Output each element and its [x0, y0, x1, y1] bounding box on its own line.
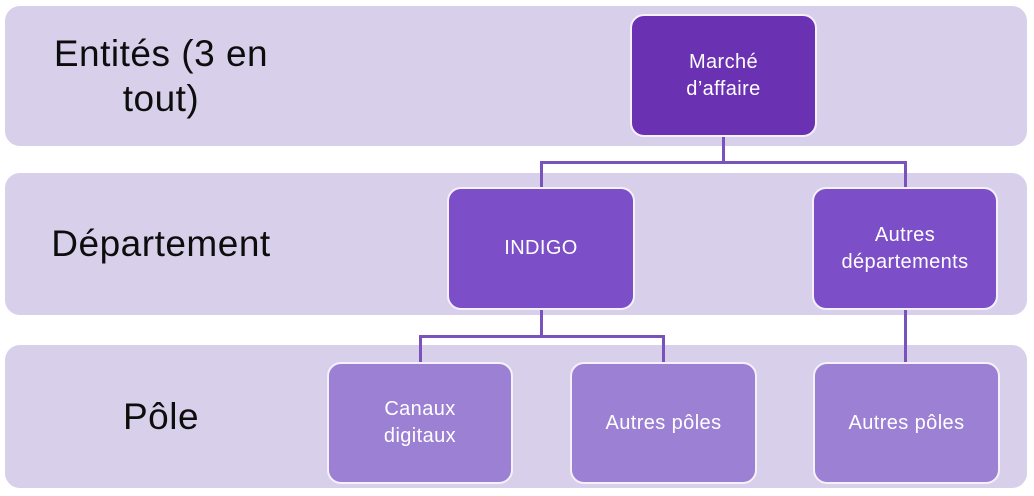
connector-canaux-drop: [419, 335, 422, 364]
band-label-pole: Pôle: [122, 395, 200, 437]
node-autres-departements: Autres départements: [812, 187, 998, 310]
connector-root-stem: [722, 136, 725, 164]
node-indigo: INDIGO: [447, 187, 635, 310]
band-label-departement: Département: [51, 223, 271, 265]
connector-indigo-stem: [540, 309, 543, 337]
band-label-entites: Entités (3 en tout): [53, 32, 269, 119]
band-entites: [5, 6, 1027, 146]
connector-autres-dept-drop: [904, 161, 907, 189]
connector-indigo-drop: [540, 161, 543, 189]
node-autres-poles-2: Autres pôles: [813, 362, 1000, 484]
connector-pole-crossbar: [419, 335, 665, 338]
connector-dept-crossbar: [540, 161, 907, 164]
node-marche-affaire: Marché d’affaire: [630, 14, 817, 137]
node-canaux-digitaux: Canaux digitaux: [327, 362, 513, 484]
connector-autres-poles2-drop: [904, 309, 907, 364]
connector-autres-poles1-drop: [662, 335, 665, 364]
node-autres-poles-1: Autres pôles: [570, 362, 757, 484]
